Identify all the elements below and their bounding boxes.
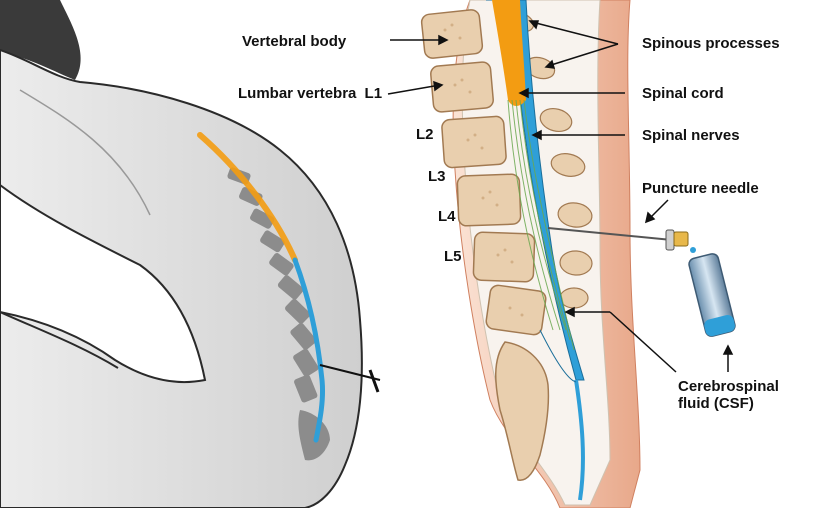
label-spinal-cord: Spinal cord [640,85,726,102]
label-lumbar-vertebra: Lumbar vertebra L1 [236,85,384,102]
label-l1: L1 [365,85,383,102]
label-spinous-processes: Spinous processes [640,35,782,52]
label-lumbar-vertebra-text: Lumbar vertebra [238,85,356,102]
patient-silhouette [0,0,380,508]
label-l5: L5 [444,248,462,265]
vertebra-body-l2 [441,116,506,168]
label-l3: L3 [428,168,446,185]
label-puncture-needle: Puncture needle [640,180,761,197]
label-l2: L2 [416,126,434,143]
vertebra-body-t12 [421,9,483,59]
collection-tube [688,253,736,338]
label-csf-line1: Cerebrospinal [678,378,788,395]
label-vertebral-body: Vertebral body [240,33,348,50]
label-l4: L4 [438,208,456,225]
label-cerebrospinal-fluid: Cerebrospinal fluid (CSF) [676,378,790,412]
label-spinal-nerves: Spinal nerves [640,127,742,144]
vertebra-body-l5 [485,284,547,335]
vertebra-body-l3 [457,174,521,226]
vertebra-body-l4 [473,232,535,282]
label-csf-line2: fluid (CSF) [678,395,788,412]
